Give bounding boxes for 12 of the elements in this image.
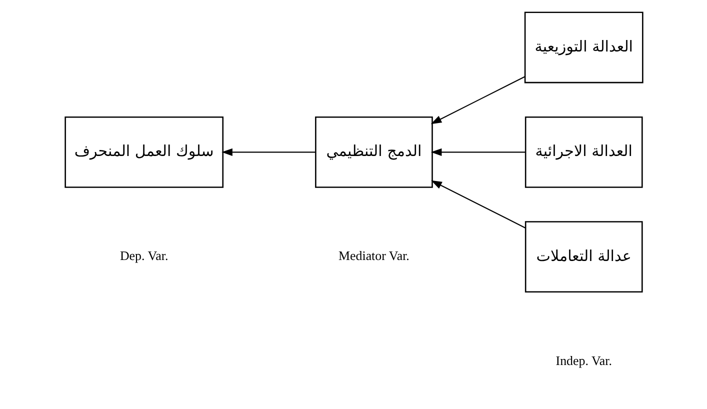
arrow xyxy=(430,76,525,124)
node-box: العدالة الاجرائية xyxy=(524,116,642,188)
label: Mediator Var. xyxy=(338,248,409,264)
node-box: الدمج التنظيمي xyxy=(314,116,432,188)
node-box: العدالة التوزيعية xyxy=(524,12,643,84)
node-box: سلوك العمل المنحرف xyxy=(64,116,224,188)
arrow xyxy=(430,148,525,156)
label: Indep. Var. xyxy=(555,352,612,368)
arrow xyxy=(221,148,315,156)
label: Dep. Var. xyxy=(119,248,168,264)
node-box: عدالة التعاملات xyxy=(524,221,642,293)
arrow xyxy=(430,180,526,228)
